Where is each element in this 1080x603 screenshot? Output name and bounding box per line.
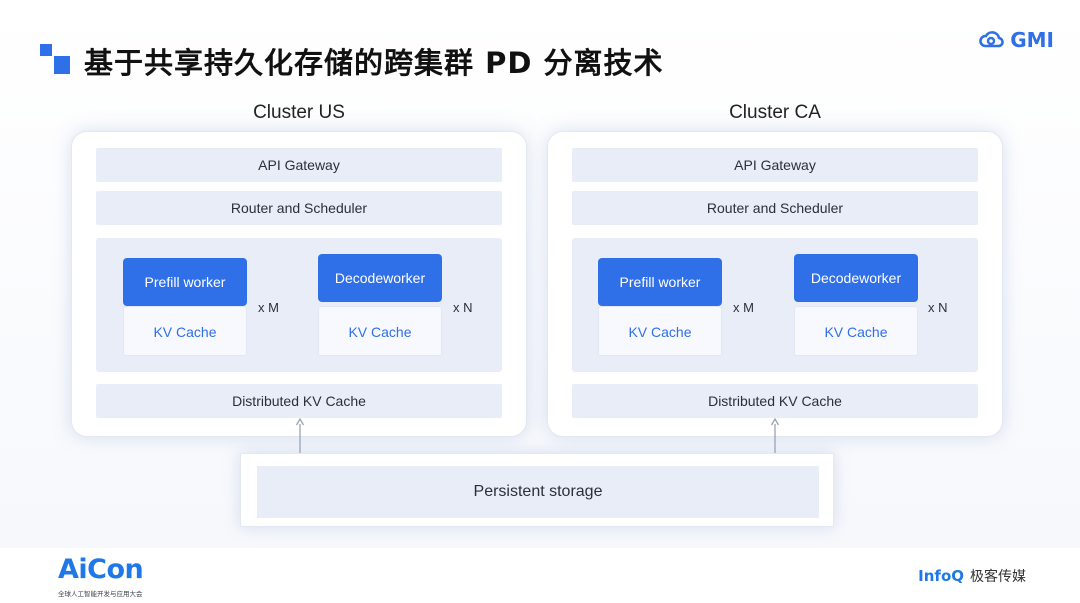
brand-name: GMI: [1010, 28, 1054, 52]
decode-kv-cache: KV Cache: [318, 306, 442, 356]
aicon-subtitle: 全球人工智能开发与应用大会: [58, 590, 143, 598]
router-scheduler: Router and Scheduler: [572, 191, 978, 225]
persistent-storage: Persistent storage: [257, 466, 819, 518]
footer: AiCon 全球人工智能开发与应用大会 InfoQ 极客传媒: [0, 548, 1080, 603]
decode-multiplier: x N: [453, 300, 473, 315]
brand-logo: GMI: [978, 28, 1054, 52]
prefill-multiplier: x M: [733, 300, 754, 315]
distributed-kv-cache: Distributed KV Cache: [96, 384, 502, 418]
prefill-worker: Prefill worker: [598, 258, 722, 306]
prefill-worker: Prefill worker: [123, 258, 247, 306]
persistent-storage-container: Persistent storage: [240, 453, 834, 527]
distributed-kv-cache: Distributed KV Cache: [572, 384, 978, 418]
decode-worker: Decodeworker: [318, 254, 442, 302]
page-title: 基于共享持久化存储的跨集群 PD 分离技术: [84, 46, 664, 80]
title-mark-icon: [40, 44, 74, 78]
cluster-ca: API Gateway Router and Scheduler Prefill…: [547, 131, 1003, 437]
infoq-logo: InfoQ 极客传媒: [918, 566, 1026, 586]
api-gateway: API Gateway: [572, 148, 978, 182]
worker-pool: Prefill worker KV Cache x M Decodeworker…: [96, 238, 502, 372]
slide: 基于共享持久化存储的跨集群 PD 分离技术 GMI Cluster US API…: [0, 0, 1080, 548]
decode-multiplier: x N: [928, 300, 948, 315]
worker-pool: Prefill worker KV Cache x M Decodeworker…: [572, 238, 978, 372]
arrow-up-icon: [770, 418, 780, 454]
cluster-ca-label: Cluster CA: [729, 102, 821, 123]
decode-kv-cache: KV Cache: [794, 306, 918, 356]
cluster-us-label: Cluster US: [253, 102, 345, 123]
api-gateway: API Gateway: [96, 148, 502, 182]
aicon-logo: AiCon: [58, 554, 144, 585]
router-scheduler: Router and Scheduler: [96, 191, 502, 225]
infoq-name: InfoQ: [918, 567, 964, 585]
cloud-icon: [979, 31, 1005, 48]
media-name: 极客传媒: [970, 569, 1026, 585]
prefill-multiplier: x M: [258, 300, 279, 315]
arrow-up-icon: [295, 418, 305, 454]
prefill-kv-cache: KV Cache: [598, 306, 722, 356]
cluster-us: API Gateway Router and Scheduler Prefill…: [71, 131, 527, 437]
decode-worker: Decodeworker: [794, 254, 918, 302]
prefill-kv-cache: KV Cache: [123, 306, 247, 356]
